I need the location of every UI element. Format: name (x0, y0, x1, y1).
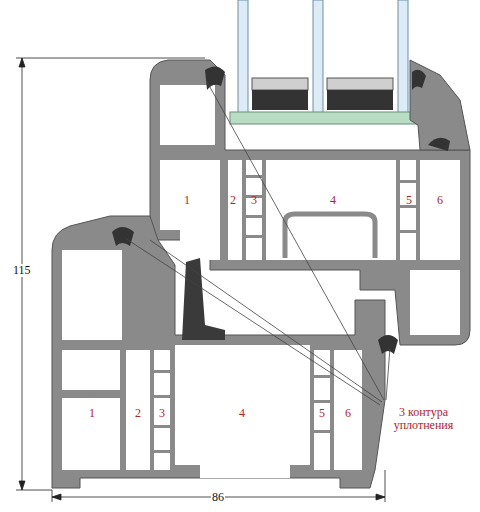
chamber-number: 2 (135, 407, 141, 420)
sash-profile (150, 60, 470, 345)
chamber-number: 3 (159, 407, 165, 420)
leader-lines (125, 80, 390, 405)
callout-note: 3 контура уплотнения (376, 406, 471, 432)
chamber-number: 6 (437, 194, 443, 207)
chamber-number: 4 (330, 194, 336, 207)
chamber-number: 2 (230, 194, 236, 207)
dimension-value: 86 (211, 491, 225, 504)
chamber-number: 1 (89, 407, 95, 420)
chamber-number: 5 (406, 194, 412, 207)
chamber-number: 4 (239, 407, 245, 420)
glass-unit (230, 0, 420, 124)
chamber-number: 3 (251, 194, 257, 207)
dimension-lines (16, 58, 385, 502)
dimension-value: 115 (12, 264, 32, 277)
chamber-number: 6 (345, 407, 351, 420)
frame-profile (52, 216, 398, 488)
chamber-number: 1 (184, 194, 190, 207)
chamber-number: 5 (319, 407, 325, 420)
